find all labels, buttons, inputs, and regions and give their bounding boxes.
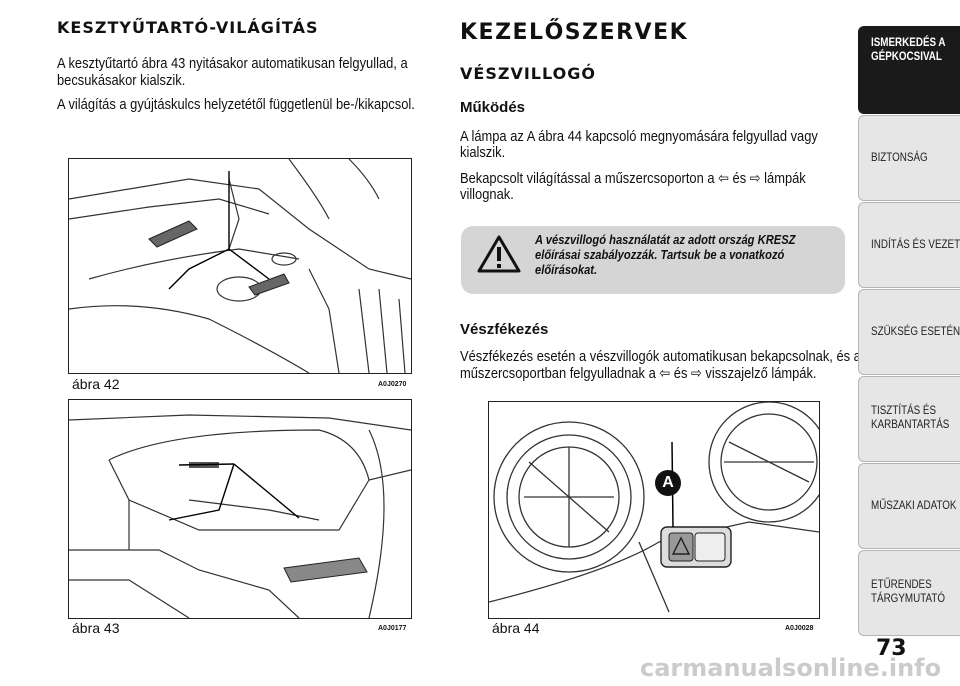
indicator-sentence-line2: villognak.: [460, 186, 514, 203]
indicator-text-post: lámpák: [764, 170, 806, 187]
figure-42-code: A0J0270: [378, 381, 407, 388]
hazard-switch-illustration: [489, 402, 819, 613]
operation-line2: kialszik.: [460, 144, 506, 161]
left-turn-indicator-icon: ⇦: [659, 365, 671, 382]
braking-line1: Vészfékezés esetén a vészvillogók automa…: [460, 348, 861, 365]
right-turn-indicator-icon: ⇨: [690, 365, 702, 382]
glovebox-lamp-illustration: [69, 159, 411, 373]
glovebox-paragraph-line1: A kesztyűtartó ábra 43 nyitásakor automa…: [57, 55, 408, 72]
glovebox-paragraph-line2: becsukásakor kialszik.: [57, 72, 186, 89]
braking-text-pre: műszercsoportban felgyulladnak a: [460, 365, 656, 382]
figure-44-code: A0J0028: [785, 625, 814, 632]
figure-44: A: [488, 401, 820, 619]
figure-44-caption: ábra 44: [492, 620, 540, 636]
watermark: carmanualsonline.info: [640, 654, 942, 682]
right-turn-indicator-icon: ⇨: [749, 170, 761, 187]
section-title-emergency-braking: Vészfékezés: [460, 321, 549, 338]
warning-line1: A vészvillogó használatát az adott orszá…: [535, 232, 796, 247]
subheading-hazard-lights: VÉSZVILLOGÓ: [460, 64, 596, 83]
tab-emergency[interactable]: SZÜKSÉG ESETÉN: [858, 289, 960, 375]
braking-text-mid: és: [673, 365, 688, 382]
section-heading-glovebox-light: KESZTYŰTARTÓ-VILÁGÍTÁS: [57, 18, 319, 37]
indicator-text-mid: és: [732, 170, 747, 187]
warning-line3: előírásokat.: [535, 262, 598, 277]
indicator-sentence-line1: Bekapcsolt világítással a műszercsoporto…: [460, 170, 806, 187]
braking-line2: műszercsoportban felgyulladnak a ⇦ és ⇨ …: [460, 365, 817, 382]
operation-line1: A lámpa az A ábra 44 kapcsoló megnyomásá…: [460, 128, 818, 145]
figure-42: [68, 158, 412, 374]
tab-safety[interactable]: BIZTONSÁG: [858, 115, 960, 201]
braking-text-post: visszajelző lámpák.: [705, 365, 817, 382]
warning-triangle-icon: [477, 235, 521, 273]
figure-43-code: A0J0177: [378, 625, 407, 632]
figure-43-caption: ábra 43: [72, 620, 120, 636]
figure-42-caption: ábra 42: [72, 376, 120, 392]
page-number: 73: [876, 636, 907, 661]
tab-starting-driving[interactable]: INDÍTÁS ÉS VEZETÉS: [858, 202, 960, 288]
callout-a-badge: A: [655, 470, 681, 496]
tab-technical-data[interactable]: MŰSZAKI ADATOK: [858, 463, 960, 549]
glovebox-paragraph-2: A világítás a gyújtáskulcs helyzetétől f…: [57, 96, 415, 113]
section-title-operation: Működés: [460, 99, 526, 116]
figure-43: [68, 399, 412, 619]
warning-line2: előírásai szabályozzák. Tartsuk be a von…: [535, 247, 785, 262]
indicator-text-pre: Bekapcsolt világítással a műszercsoporto…: [460, 170, 715, 187]
left-turn-indicator-icon: ⇦: [718, 170, 729, 187]
section-heading-controls: KEZELŐSZERVEK: [460, 20, 689, 45]
open-glovebox-illustration: [69, 414, 411, 618]
warning-box: A vészvillogó használatát az adott orszá…: [461, 226, 845, 294]
